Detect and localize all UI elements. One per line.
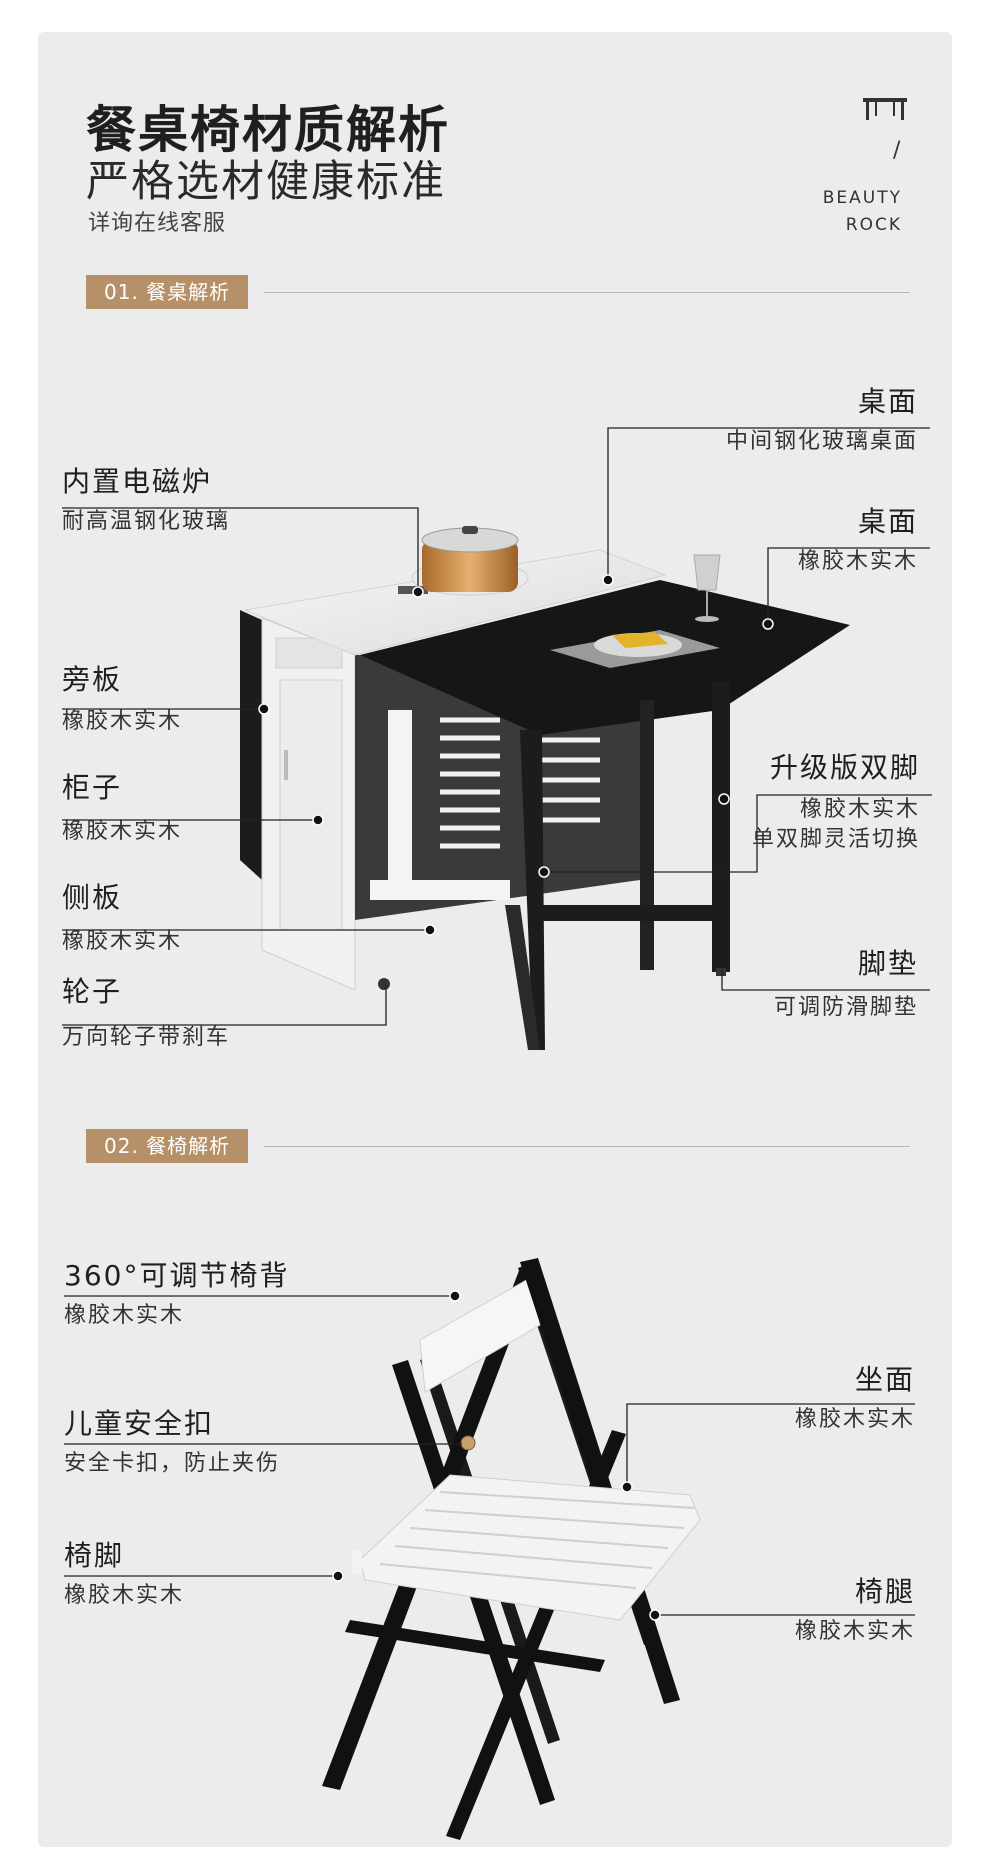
- label-safety-lock-sub: 安全卡扣，防止夹伤: [64, 1451, 281, 1476]
- label-safety-lock-title: 儿童安全扣: [64, 1407, 215, 1440]
- label-legs-sub1: 橡胶木实木: [799, 797, 920, 822]
- napkin: [612, 632, 668, 648]
- backrest: [419, 1277, 541, 1393]
- chair-leader-dots: [332, 1290, 661, 1621]
- pot-knob: [462, 526, 478, 534]
- label-legs-title: 升级版双脚: [769, 751, 920, 784]
- label-legs-sub2: 单双脚灵活切换: [751, 827, 920, 852]
- label-side-panel-title: 旁板: [62, 663, 123, 696]
- front-leg: [712, 682, 730, 972]
- table-leader-lines: [62, 427, 932, 1026]
- back-leg: [640, 700, 654, 970]
- stored-chair-slats: [440, 717, 600, 849]
- chair-leader-lines: [64, 1295, 915, 1616]
- safety-lock: [460, 1435, 476, 1451]
- table-logo-icon: [863, 98, 907, 120]
- label-chair-leg-title: 椅腿: [854, 1575, 915, 1608]
- label-side-board-sub: 橡胶木实木: [62, 929, 183, 954]
- section-tag-table: 01. 餐桌解析: [86, 275, 249, 309]
- caster-wheel: [378, 978, 390, 990]
- section-divider-chair: [264, 1146, 910, 1147]
- label-top-leaf-sub: 橡胶木实木: [797, 549, 918, 574]
- bottom-brace: [345, 1620, 605, 1672]
- page-title: 餐桌椅材质解析: [86, 101, 450, 159]
- table-leader-dots: [258, 574, 774, 936]
- label-chair-foot-sub: 橡胶木实木: [64, 1583, 185, 1608]
- wine-glass: [693, 554, 721, 591]
- label-induction-sub: 耐高温钢化玻璃: [62, 509, 231, 534]
- swing-leg-brace: [505, 905, 540, 1050]
- swing-leg: [520, 730, 545, 1050]
- dining-table: [240, 526, 850, 1050]
- pot: [422, 540, 518, 592]
- label-foot-pad-title: 脚垫: [857, 947, 918, 980]
- side-leaf: [240, 610, 262, 880]
- brand-slash: /: [893, 138, 901, 163]
- label-top-center-title: 桌面: [857, 385, 918, 418]
- brand-line-2: ROCK: [845, 215, 902, 235]
- side-board-panel: [370, 880, 510, 900]
- label-seat-title: 坐面: [854, 1363, 915, 1396]
- foot-pad: [716, 968, 726, 976]
- cabinet-handle: [284, 750, 288, 780]
- label-foot-pad-sub: 可调防滑脚垫: [773, 995, 918, 1020]
- label-chair-foot-title: 椅脚: [64, 1539, 125, 1572]
- back-upright-right: [520, 1258, 680, 1704]
- label-top-leaf-title: 桌面: [857, 505, 918, 538]
- label-backrest-title: 360°可调节椅背: [64, 1259, 290, 1292]
- folding-chair: [322, 1258, 701, 1840]
- label-top-center-sub: 中间钢化玻璃桌面: [725, 429, 918, 454]
- brand-name: BEAUTY ROCK: [823, 185, 902, 239]
- label-wheels-title: 轮子: [62, 975, 123, 1008]
- section-tag-chair: 02. 餐椅解析: [86, 1129, 249, 1163]
- service-note: 详询在线客服: [88, 211, 227, 236]
- seat-slats: [379, 1491, 695, 1589]
- label-wheels-sub: 万向轮子带刹车: [62, 1025, 231, 1050]
- label-induction-title: 内置电磁炉: [62, 465, 213, 498]
- page-subtitle: 严格选材健康标准: [86, 157, 446, 207]
- cabinet-door: [279, 679, 343, 931]
- leg-crossbar: [540, 905, 730, 921]
- label-cabinet-title: 柜子: [62, 771, 123, 804]
- stored-chair-frame: [388, 710, 412, 890]
- label-chair-leg-sub: 橡胶木实木: [794, 1619, 915, 1644]
- label-seat-sub: 橡胶木实木: [794, 1407, 915, 1432]
- label-backrest-sub: 橡胶木实木: [64, 1303, 185, 1328]
- label-cabinet-sub: 橡胶木实木: [62, 819, 183, 844]
- section-divider-table: [264, 292, 910, 293]
- brand-line-1: BEAUTY: [822, 188, 902, 208]
- front-rail: [352, 1550, 362, 1574]
- label-side-panel-sub: 橡胶木实木: [62, 709, 183, 734]
- label-side-board-title: 侧板: [62, 881, 123, 914]
